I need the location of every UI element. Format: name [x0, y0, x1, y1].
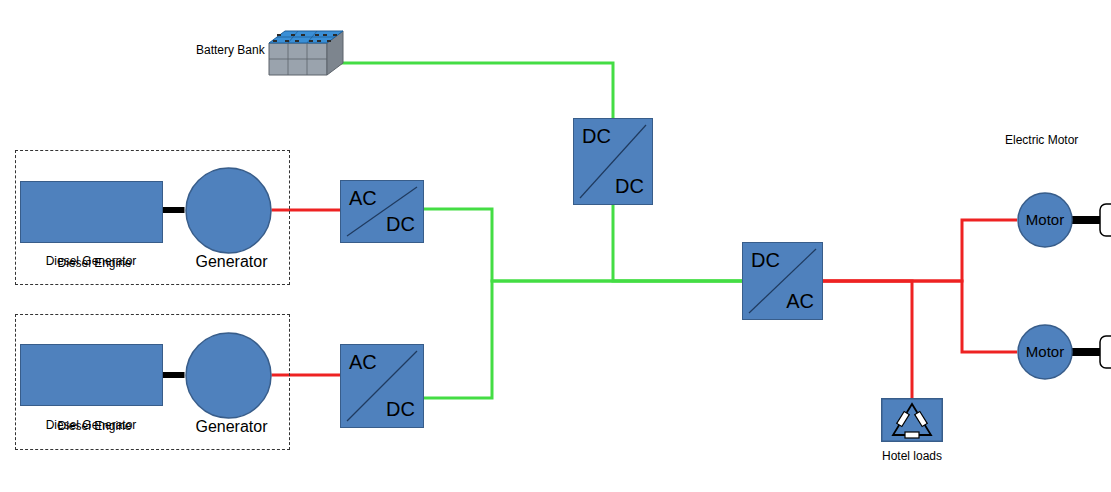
battery-bank: Battery Bank: [196, 25, 338, 77]
generator-circle: Generator: [185, 332, 272, 419]
node-label: AC: [349, 187, 377, 210]
ac-dc-converter: AC DC: [340, 180, 424, 243]
node-label: Generator: [192, 253, 272, 271]
generator-circle: Generator: [185, 167, 272, 254]
diesel-generator-group: Diesel GeneratorDiesel EngineGenerator: [15, 314, 290, 450]
motor-shaft: [1072, 336, 1111, 368]
diesel-generator-group: Diesel GeneratorDiesel EngineGenerator: [15, 150, 290, 285]
dc-bus-line: [338, 63, 613, 118]
motor-shaft: [1072, 204, 1111, 236]
ac-dc-converter: AC DC: [340, 344, 424, 428]
motor-circle: Motor: [1017, 324, 1073, 380]
diesel-engine-box: Diesel Engine: [20, 344, 163, 406]
node-label: AC: [349, 351, 377, 374]
node-label: Diesel Engine: [28, 420, 162, 434]
ac-line: [823, 281, 1017, 352]
node-label: DC: [751, 249, 780, 272]
node-label: DC: [386, 398, 415, 421]
shaft-line: [163, 372, 185, 378]
diesel-engine-box: Diesel Engine: [20, 181, 163, 243]
dc-bus-line: [424, 281, 742, 398]
hotel-load-symbol: [881, 398, 943, 442]
circle-outline: [185, 167, 272, 254]
node-label: Motor: [1026, 211, 1064, 228]
hotel-load-box: Hotel loads: [872, 398, 952, 472]
component-label: Hotel loads: [882, 450, 942, 464]
node-label: DC: [615, 175, 644, 198]
node-label: Motor: [1026, 343, 1064, 360]
dc-bus-line: [424, 209, 742, 281]
motor-circle: Motor: [1017, 192, 1073, 248]
ac-line: [272, 209, 341, 212]
node-label: AC: [786, 290, 814, 313]
shaft-line: [163, 207, 185, 213]
dc-bus-line: [613, 205, 742, 281]
circle-outline: [185, 332, 272, 419]
dc-dc-converter: DC DC: [573, 118, 653, 205]
node-label: Generator: [192, 418, 272, 436]
free-label: Electric Motor: [1005, 134, 1078, 148]
node-label: DC: [582, 125, 611, 148]
battery-illustration: [265, 25, 345, 77]
ac-line: [823, 220, 1017, 281]
ac-line: [272, 374, 341, 377]
dc-ac-converter: DC AC: [742, 242, 823, 320]
component-label: Battery Bank: [196, 44, 265, 58]
ac-line: [823, 281, 912, 398]
node-label: Diesel Engine: [28, 257, 162, 271]
node-label: DC: [386, 213, 415, 236]
